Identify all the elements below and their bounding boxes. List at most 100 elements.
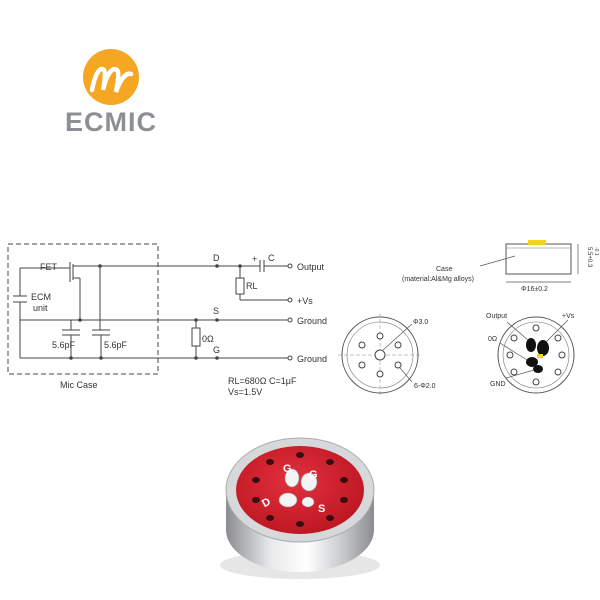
- circuit-terminals: [287, 263, 293, 361]
- cap-c-label: C: [268, 253, 275, 263]
- sound-hole: [326, 515, 334, 521]
- solder-pad: [284, 468, 300, 488]
- mic-case-label: Mic Case: [60, 380, 98, 390]
- junction-dot: [215, 264, 219, 268]
- zero-ohm-label: 0Ω: [202, 334, 214, 344]
- ground-terminal: [287, 317, 293, 323]
- cap2-label: 5.6pF: [104, 340, 128, 350]
- back-inner-circle: [502, 321, 570, 389]
- center-hole-label: Φ3.0: [413, 319, 428, 326]
- height-label: 5.5+0.3: [586, 247, 592, 268]
- front-view-drawing: Φ3.0 6-Φ2.0: [338, 313, 436, 397]
- cap1-label: 5.6pF: [52, 340, 76, 350]
- junction-dot: [194, 318, 198, 322]
- junction-dot: [215, 318, 219, 322]
- gnd-pad: [533, 365, 543, 373]
- brand-logo: ECMIC: [65, 49, 157, 137]
- junction-dot: [98, 264, 102, 268]
- sound-hole: [252, 497, 260, 503]
- sound-hole: [252, 477, 260, 483]
- mic-case-outline: [7, 243, 159, 375]
- back-outer-circle: [497, 316, 575, 394]
- solder-pad: [300, 472, 318, 492]
- ground-terminal: [287, 355, 293, 361]
- sound-hole: [506, 351, 514, 359]
- logo-m-swoosh-icon: [89, 66, 134, 93]
- rl-resistor: [235, 277, 245, 295]
- case-material-label: (material:Al&Mg alloys): [402, 276, 474, 283]
- spec-line-2: Vs=1.5V: [228, 387, 262, 397]
- pad-label-g: G: [283, 463, 292, 475]
- sound-hole: [296, 452, 304, 458]
- component-highlight: [537, 354, 543, 358]
- sound-hole: [532, 378, 540, 386]
- side-view-drawing: Case (material:Al&Mg alloys) Φ16±0.2 5.5…: [402, 240, 599, 293]
- solder-pad: [278, 492, 298, 508]
- zero-ohm-pad-label: 0Ω: [488, 336, 497, 343]
- center-hole-leader: [382, 323, 413, 351]
- output-leader: [506, 321, 529, 341]
- unit-label: unit: [33, 303, 48, 313]
- junction-dot: [215, 356, 219, 360]
- rl-label: RL: [246, 281, 258, 291]
- holes-label: 6-Φ2.0: [414, 383, 436, 390]
- sound-hole: [340, 477, 348, 483]
- sound-hole: [554, 334, 562, 342]
- junction-dot: [238, 264, 242, 268]
- pad-label-g: G: [309, 469, 318, 481]
- ecm-label: ECM: [31, 292, 51, 302]
- circuit-junctions: [69, 264, 242, 360]
- vs-label: +Vs: [297, 296, 313, 306]
- sound-hole: [532, 324, 540, 332]
- junction-dot: [69, 356, 73, 360]
- sound-hole: [340, 497, 348, 503]
- ground-label: Ground: [297, 354, 327, 364]
- junction-dot: [194, 356, 198, 360]
- vs-pad-label: +Vs: [562, 313, 575, 320]
- holes-leader: [399, 367, 413, 383]
- center-hole: [374, 349, 386, 361]
- vs-pad: [537, 340, 549, 356]
- ground-label: Ground: [297, 316, 327, 326]
- junction-dot: [99, 356, 103, 360]
- plus-sign: +: [252, 254, 257, 264]
- height-tolerance: -0.1: [593, 247, 599, 256]
- case-label: Case: [436, 266, 452, 273]
- sound-hole: [266, 459, 274, 465]
- output-pad: [526, 338, 536, 352]
- pad-label-s: S: [318, 503, 325, 515]
- pad-highlight: [528, 240, 546, 245]
- node-g-label: G: [213, 345, 220, 355]
- product-photo: G G D S: [220, 437, 380, 579]
- sound-hole: [266, 515, 274, 521]
- logo-circle-icon: [83, 49, 139, 105]
- sound-hole: [376, 370, 384, 378]
- spec-line-1: RL=680Ω C=1μF: [228, 376, 297, 386]
- case-leader-line: [479, 255, 516, 267]
- sound-hole: [394, 341, 402, 349]
- back-view-drawing: Output +Vs 0Ω GND: [486, 313, 575, 394]
- sound-hole: [376, 332, 384, 340]
- gnd-pad-label: GND: [490, 381, 506, 388]
- sound-hole: [296, 521, 304, 527]
- zero-ohm-leader: [499, 342, 528, 361]
- sound-hole: [510, 368, 518, 376]
- node-s-label: S: [213, 306, 219, 316]
- circuit-labels: FET ECM unit 5.6pF 5.6pF Mic Case D S G …: [31, 253, 327, 397]
- vs-leader: [545, 319, 569, 343]
- zero-ohm-pad: [526, 357, 538, 367]
- sound-hole: [358, 361, 366, 369]
- gnd-leader: [505, 369, 535, 379]
- sound-hole: [558, 351, 566, 359]
- case-side-outline: [505, 243, 572, 275]
- sound-hole: [326, 459, 334, 465]
- junction-dot: [78, 318, 82, 322]
- sound-hole: [510, 334, 518, 342]
- fet-label: FET: [40, 262, 58, 272]
- sound-hole: [358, 341, 366, 349]
- output-pad-label: Output: [486, 313, 507, 320]
- red-face: [236, 446, 364, 534]
- diameter-label: Φ16±0.2: [521, 286, 548, 293]
- logo-wordmark: ECMIC: [65, 107, 157, 137]
